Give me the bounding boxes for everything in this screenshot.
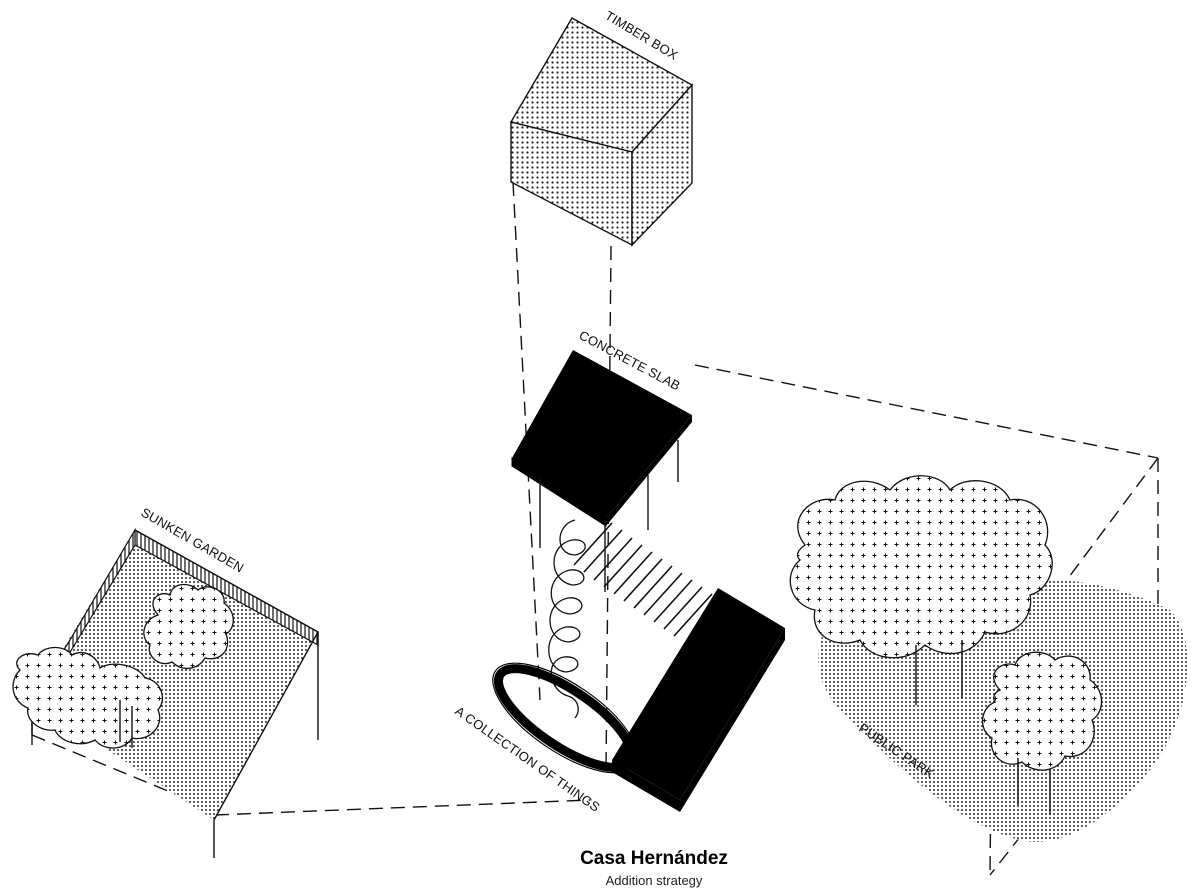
park-tree-large [789,475,1053,659]
spiral-coil [548,519,586,719]
garden-tree-back [143,583,234,669]
public-park: PUBLIC PARK [789,475,1188,842]
timber-box: TIMBER BOX [509,8,694,247]
diagram-title: Casa Hernández [580,848,728,869]
oval-ring [492,662,638,774]
black-wall-block [612,588,785,812]
concrete-slab-top [512,350,692,518]
sunken-garden: SUNKEN GARDEN [12,505,319,858]
diagram-subtitle: Addition strategy [606,873,703,888]
hatched-steps [573,522,713,637]
garden-tree-front [12,646,163,749]
timber-box-right-face [631,83,693,247]
park-tree-small [981,651,1103,771]
